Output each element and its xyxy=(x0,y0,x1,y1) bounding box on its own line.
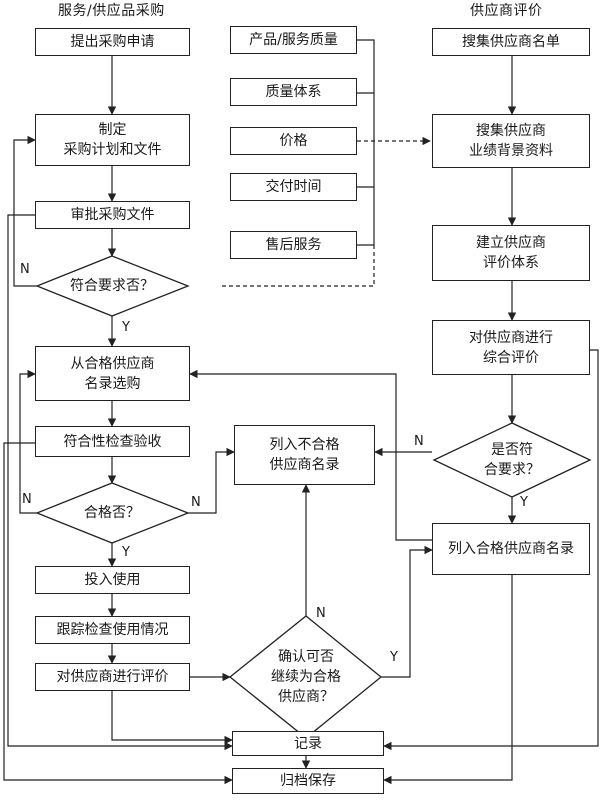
track-box: 跟踪检查使用情况 xyxy=(35,616,190,644)
collect-list-box: 搜集供应商名单 xyxy=(432,28,590,56)
use-box: 投入使用 xyxy=(35,566,190,594)
label-y-qualified: Y xyxy=(122,545,130,560)
meets-requirements-diamond-text: 符合要求否？ xyxy=(70,278,154,294)
build-system-box: 建立供应商评价体系 xyxy=(432,225,590,281)
inspect-box: 符合性检查验收 xyxy=(35,426,190,457)
select-box: 从合格供应商名录选购 xyxy=(35,346,190,401)
evaluate-box: 对供应商进行评价 xyxy=(35,663,190,691)
meets-req-diamond-text: 是否符合要求？ xyxy=(484,442,540,478)
criteria-quality-box: 产品/服务质量 xyxy=(230,26,357,54)
criteria-delivery-box: 交付时间 xyxy=(230,173,357,201)
collect-data-box: 搜集供应商业绩背景资料 xyxy=(432,114,590,168)
criteria-service-box: 售后服务 xyxy=(230,231,357,259)
label-n-meets-req: N xyxy=(414,434,424,449)
criteria-system-box: 质量体系 xyxy=(230,78,357,106)
label-y-meets-req: Y xyxy=(520,495,528,510)
left-column-title: 服务/供应品采购 xyxy=(58,3,165,19)
qualified-list-box: 列入合格供应商名录 xyxy=(432,523,590,575)
qualified-diamond-text: 合格否？ xyxy=(84,505,140,521)
label-n-meets: N xyxy=(20,262,30,277)
approve-box: 审批采购文件 xyxy=(35,201,190,229)
label-n-qualified-left: N xyxy=(22,492,32,507)
confirm-diamond-text: 确认可否继续为合格供应商？ xyxy=(271,649,341,705)
right-column-title: 供应商评价 xyxy=(470,3,543,19)
label-n-qualified-right: N xyxy=(191,495,201,510)
criteria-price-box: 价格 xyxy=(230,127,357,155)
plan-box: 制定采购计划和文件 xyxy=(35,114,190,166)
label-y-confirm: Y xyxy=(390,650,398,665)
archive-box: 归档保存 xyxy=(232,768,384,794)
request-box: 提出采购申请 xyxy=(35,28,190,56)
overall-eval-box: 对供应商进行综合评价 xyxy=(432,320,590,375)
label-n-confirm: N xyxy=(316,606,326,621)
label-y-meets: Y xyxy=(122,320,130,335)
unqualified-list-box: 列入不合格供应商名录 xyxy=(234,425,375,485)
record-box: 记录 xyxy=(232,731,384,756)
